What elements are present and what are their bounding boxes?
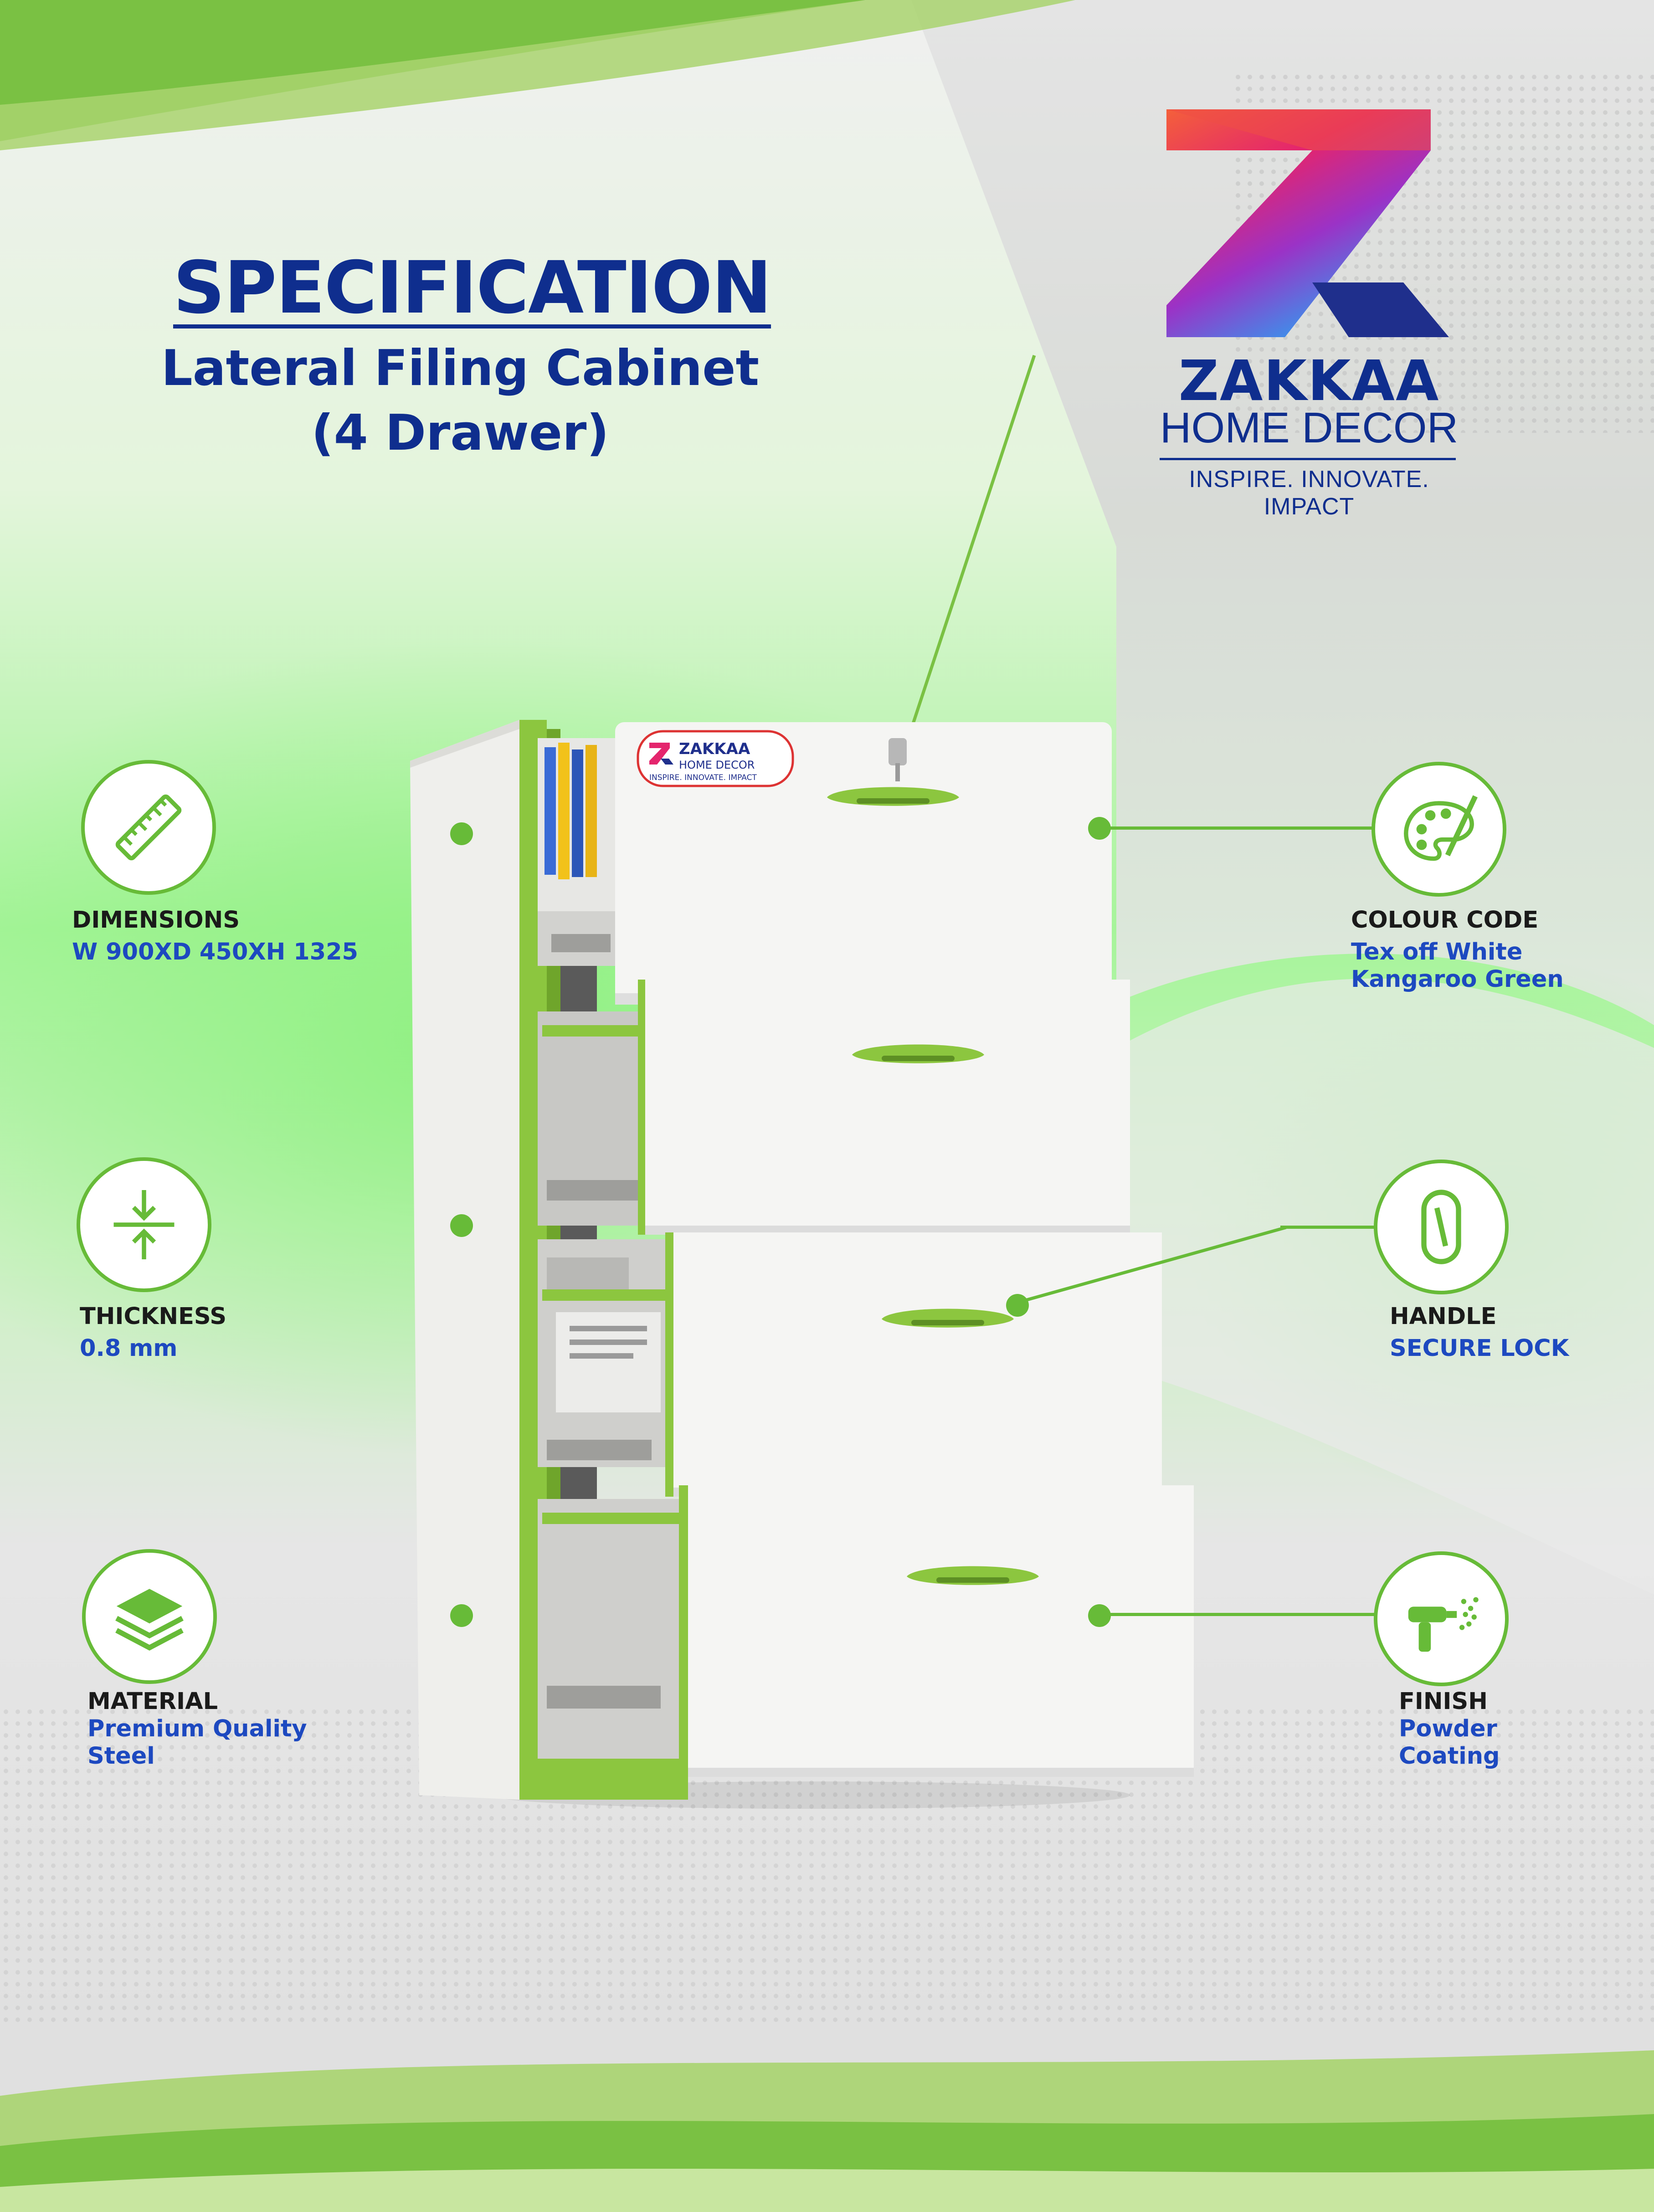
colour-code-value-line2: Kangaroo Green [1351, 966, 1564, 993]
colour-code-value: Tex off White Kangaroo Green [1351, 939, 1564, 993]
material-badge [82, 1549, 217, 1684]
colour-code-badge [1371, 762, 1506, 897]
brand-subname: HOME DECOR [1160, 404, 1459, 452]
finish-badge [1374, 1551, 1509, 1686]
dimensions-value: W 900XD 450XH 1325 [72, 939, 359, 965]
brand-logo-mark [1166, 109, 1449, 337]
dimensions-badge [81, 760, 216, 895]
marker-colour-code [1088, 817, 1111, 840]
dimensions-label: DIMENSIONS [72, 907, 240, 934]
connector-line-handle-horizontal [1280, 1226, 1385, 1229]
layers-icon [115, 1589, 184, 1651]
material-value-line2: Steel [87, 1743, 155, 1770]
colour-code-label: COLOUR CODE [1351, 907, 1539, 934]
spray-gun-icon [1408, 1597, 1479, 1652]
compress-arrows-icon [113, 1190, 175, 1259]
marker-material [450, 1604, 473, 1627]
brand-divider [1160, 458, 1456, 460]
connector-line-colour [1103, 826, 1385, 830]
cabinet-illustration: ZAKKAA HOME DECOR INSPIRE. INNOVATE. IMP… [410, 720, 1194, 1809]
thickness-value: 0.8 mm [80, 1335, 178, 1362]
marker-handle [1006, 1294, 1029, 1317]
palette-icon [1404, 795, 1478, 861]
finish-value-line2: Coating [1399, 1743, 1500, 1770]
page-title: SPECIFICATION [173, 246, 772, 330]
marker-finish [1088, 1604, 1111, 1627]
thickness-badge [77, 1157, 211, 1292]
material-value-line1: Premium Quality [87, 1715, 307, 1742]
product-name: Lateral Filing Cabinet (4 Drawer) [137, 336, 784, 466]
handle-icon [1421, 1190, 1461, 1264]
handle-value: SECURE LOCK [1390, 1335, 1569, 1362]
colour-code-value-line1: Tex off White [1351, 939, 1523, 965]
sticker-brand-sub: HOME DECOR [679, 759, 755, 771]
product-name-line2: (4 Drawer) [311, 405, 609, 462]
brand-name: ZAKKAA [1178, 349, 1440, 413]
handle-label: HANDLE [1390, 1303, 1497, 1330]
handle-badge [1374, 1160, 1509, 1294]
connector-line-finish [1103, 1613, 1385, 1616]
marker-dimensions [450, 822, 473, 845]
sticker-brand-tagline: INSPIRE. INNOVATE. IMPACT [649, 773, 757, 782]
material-label: MATERIAL [87, 1688, 218, 1715]
ruler-icon [115, 794, 182, 861]
finish-value: Powder Coating [1399, 1715, 1500, 1770]
marker-thickness [450, 1214, 473, 1237]
finish-label: FINISH [1399, 1688, 1488, 1715]
material-value: Premium Quality Steel [87, 1715, 307, 1770]
finish-value-line1: Powder [1399, 1715, 1497, 1742]
thickness-label: THICKNESS [80, 1303, 227, 1330]
sticker-brand-name: ZAKKAA [679, 740, 750, 758]
product-name-line1: Lateral Filing Cabinet [161, 340, 760, 397]
brand-tagline: INSPIRE. INNOVATE. IMPACT [1189, 466, 1429, 520]
